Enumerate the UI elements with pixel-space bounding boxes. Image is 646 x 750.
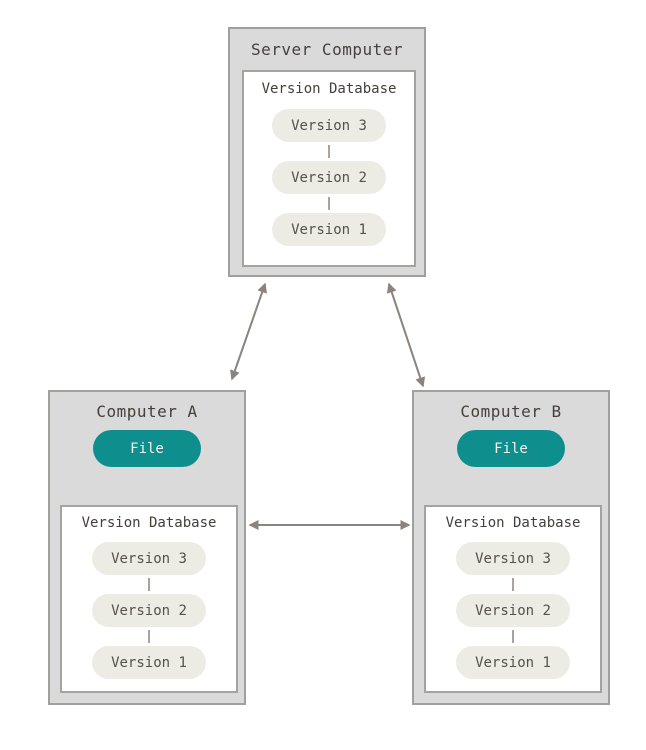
- version-link-line: [148, 630, 150, 643]
- version-3-pill: Version 3: [456, 542, 570, 575]
- version-database-title: Version Database: [445, 515, 581, 531]
- version-link-line: [148, 578, 150, 591]
- computer-b-title: Computer B: [460, 402, 562, 421]
- version-3-pill: Version 3: [272, 109, 386, 142]
- arrow-server-to-computer-b: [386, 282, 426, 388]
- version-link-line: [328, 145, 330, 158]
- version-3-pill: Version 3: [92, 542, 206, 575]
- version-2-pill: Version 2: [456, 594, 570, 627]
- server-computer-box: Server Computer Version Database Version…: [228, 27, 426, 277]
- file-pill: File: [93, 430, 201, 467]
- version-1-pill: Version 1: [272, 213, 386, 246]
- computer-a-box: Computer A File Version Database Version…: [48, 390, 246, 705]
- computer-b-box: Computer B File Version Database Version…: [412, 390, 610, 705]
- file-pill: File: [457, 430, 565, 467]
- version-2-pill: Version 2: [272, 161, 386, 194]
- arrow-server-to-computer-a: [230, 282, 267, 381]
- computer-a-version-database-box: Version Database Version 3 Version 2 Ver…: [60, 505, 238, 693]
- version-database-title: Version Database: [261, 81, 397, 97]
- version-2-pill: Version 2: [92, 594, 206, 627]
- version-1-pill: Version 1: [456, 646, 570, 679]
- version-link-line: [512, 630, 514, 643]
- version-database-title: Version Database: [81, 515, 217, 531]
- version-link-line: [512, 578, 514, 591]
- server-computer-title: Server Computer: [251, 40, 403, 59]
- version-link-line: [328, 197, 330, 210]
- server-version-database-box: Version Database Version 3 Version 2 Ver…: [242, 70, 416, 267]
- computer-a-title: Computer A: [96, 402, 198, 421]
- version-1-pill: Version 1: [92, 646, 206, 679]
- computer-b-version-database-box: Version Database Version 3 Version 2 Ver…: [424, 505, 602, 693]
